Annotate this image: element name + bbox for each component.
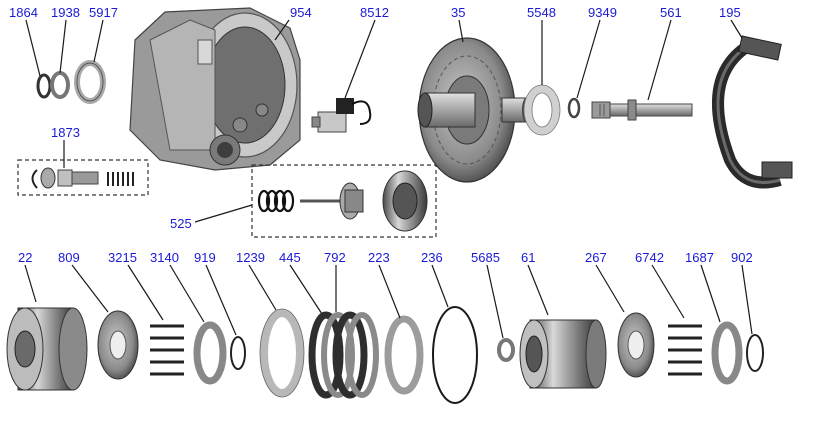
part-1687-spring-retainer xyxy=(711,321,743,385)
callout-5917: 5917 xyxy=(89,5,118,20)
callout-267: 267 xyxy=(585,250,607,265)
callout-809: 809 xyxy=(58,250,80,265)
part-561-input-shaft xyxy=(591,99,693,121)
callout-1239: 1239 xyxy=(236,250,265,265)
callout-1938: 1938 xyxy=(51,5,80,20)
callout-5685: 5685 xyxy=(471,250,500,265)
callout-954: 954 xyxy=(290,5,312,20)
callout-525: 525 xyxy=(170,216,192,231)
callout-1687: 1687 xyxy=(685,250,714,265)
callout-445: 445 xyxy=(279,250,301,265)
callout-919: 919 xyxy=(194,250,216,265)
part-9349-snap-ring xyxy=(567,97,581,119)
part-809-piston xyxy=(97,310,139,380)
callout-3215: 3215 xyxy=(108,250,137,265)
callout-1864: 1864 xyxy=(9,5,38,20)
callout-8512: 8512 xyxy=(360,5,389,20)
callout-22: 22 xyxy=(18,250,32,265)
part-902-snap-ring xyxy=(746,334,764,372)
callout-5548: 5548 xyxy=(527,5,556,20)
detail-box-525 xyxy=(251,164,437,238)
part-195-brake-band xyxy=(712,35,793,189)
callout-9349: 9349 xyxy=(588,5,617,20)
callout-35: 35 xyxy=(451,5,465,20)
part-3215-return-springs xyxy=(150,324,184,376)
part-5685-washer xyxy=(497,338,515,362)
part-792-clutch-pack xyxy=(308,311,379,399)
part-22-clutch-drum xyxy=(6,307,88,391)
callout-3140: 3140 xyxy=(150,250,179,265)
callout-223: 223 xyxy=(368,250,390,265)
part-5917-thrust-washer xyxy=(74,60,106,104)
callout-61: 61 xyxy=(521,250,535,265)
part-223-steel-plate xyxy=(384,315,424,395)
part-1864-snap-ring xyxy=(36,73,52,99)
callout-1873: 1873 xyxy=(51,125,80,140)
part-525-detail-group xyxy=(251,164,437,238)
detail-box-1873 xyxy=(17,159,149,196)
part-3140-spring-retainer xyxy=(193,321,227,385)
part-954-transmission-case xyxy=(129,7,301,171)
callout-792: 792 xyxy=(324,250,346,265)
part-61-clutch-hub xyxy=(519,319,607,389)
part-1938-washer xyxy=(50,71,70,99)
part-5548-thrust-washer xyxy=(523,84,561,136)
leader-lines xyxy=(24,19,753,339)
callout-195: 195 xyxy=(719,5,741,20)
part-1239-pressure-plate xyxy=(259,308,305,398)
callout-902: 902 xyxy=(731,250,753,265)
part-919-snap-ring xyxy=(230,336,246,370)
callout-6742: 6742 xyxy=(635,250,664,265)
callout-labels: 1864 1938 5917 954 8512 35 5548 9349 561… xyxy=(9,5,753,265)
part-6742-return-springs xyxy=(668,324,702,376)
part-8512-sensor xyxy=(311,98,372,133)
part-1873-detail-group xyxy=(17,159,149,196)
part-35-pump-assembly xyxy=(417,37,530,183)
callout-561: 561 xyxy=(660,5,682,20)
callout-236: 236 xyxy=(421,250,443,265)
part-267-piston xyxy=(617,312,655,378)
part-236-snap-ring xyxy=(432,306,478,404)
